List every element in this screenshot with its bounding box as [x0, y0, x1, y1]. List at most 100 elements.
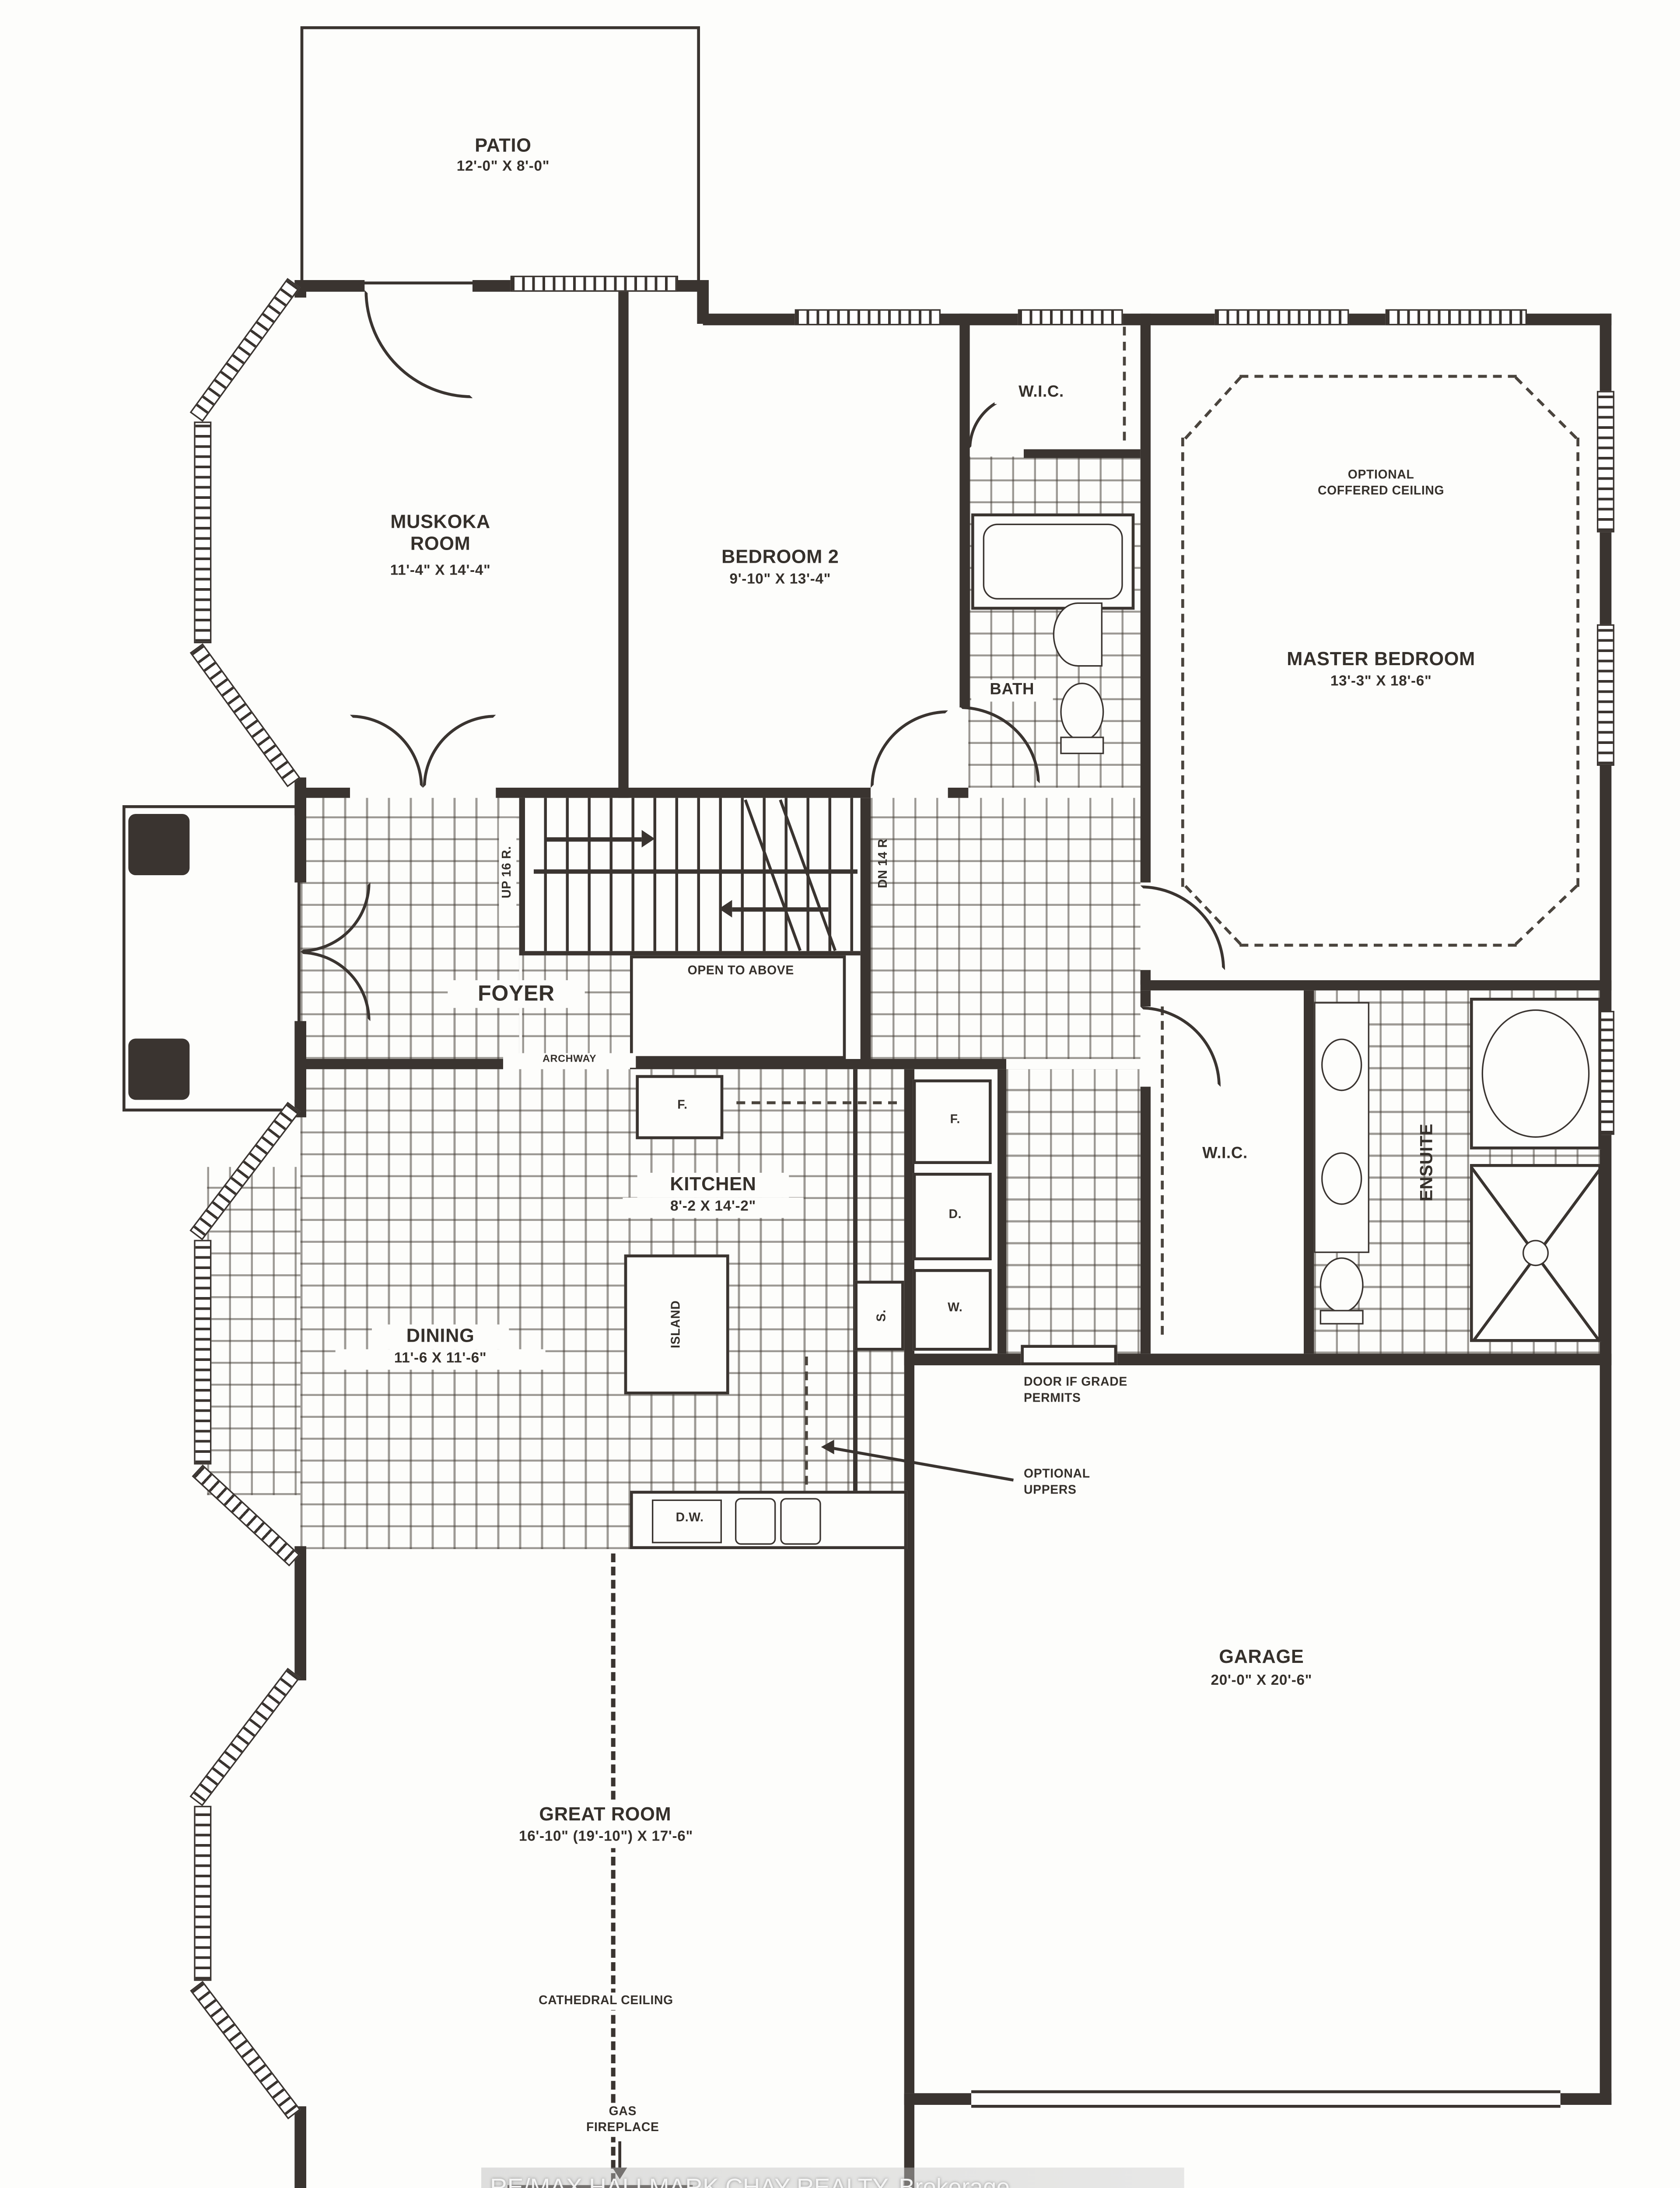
dining-bay-tile-floor [207, 1167, 301, 1495]
window [510, 275, 678, 292]
room-label-dining: DINING [371, 1324, 509, 1350]
stair-rail [519, 798, 524, 956]
bay-window [189, 278, 301, 422]
wall [860, 798, 871, 1059]
ensuite-tub-inner [1481, 1009, 1590, 1138]
bay-window [189, 643, 301, 787]
wall [294, 805, 306, 883]
window [1214, 309, 1349, 326]
cathedral-ceiling-note: CATHEDRAL CEILING [519, 1992, 693, 2010]
wall [294, 2106, 306, 2188]
coffered-ceiling-line [1239, 943, 1517, 947]
wall [294, 1546, 306, 1680]
dishwasher-label: D.W. [676, 1509, 704, 1525]
wall [904, 1069, 914, 2093]
sink-cab-label: S. [874, 1309, 889, 1322]
bath-sink [1053, 602, 1102, 667]
staircase [522, 798, 861, 951]
window [1596, 624, 1614, 766]
room-label-bath: BATH [971, 680, 1053, 701]
bay-window [194, 1240, 212, 1465]
closet-rod [1123, 326, 1126, 441]
window [1018, 309, 1123, 326]
dining-kitchen-tile-floor [300, 1069, 904, 1549]
coffered-ceiling-line [1181, 437, 1184, 887]
bathtub-inner [983, 523, 1123, 600]
furnace-closet [913, 1079, 992, 1164]
room-dims-master: 13'-3" X 18'-6" [1276, 672, 1486, 692]
room-label-bedroom2: BEDROOM 2 [675, 545, 886, 571]
bath-toilet-tank [1060, 736, 1104, 754]
room-label-wic-upper: W.I.C. [994, 382, 1088, 404]
master-ceiling-note-1: OPTIONAL [1276, 466, 1486, 484]
coffered-ceiling-line [1184, 376, 1242, 440]
kitchen-island [624, 1254, 729, 1395]
bath-toilet-bowl [1060, 682, 1104, 741]
wall [904, 1353, 1021, 1365]
ensuite-sink [1321, 1152, 1362, 1205]
room-dims-bedroom2: 9'-10" X 13'-4" [675, 570, 886, 590]
door-swing [364, 290, 472, 398]
garage-door [971, 2090, 1561, 2108]
stair-edge [522, 951, 861, 956]
room-label-master: MASTER BEDROOM [1251, 647, 1511, 673]
arrowhead [719, 900, 732, 918]
stair-rail-center [533, 869, 858, 874]
room-label-ensuite: ENSUITE [1416, 1123, 1437, 1202]
coffered-ceiling-line [1239, 375, 1517, 378]
wall [904, 2093, 914, 2188]
bay-window [190, 1981, 301, 2120]
wall [618, 280, 629, 798]
stair-up-arrow [545, 837, 642, 841]
grade-door [1021, 1345, 1117, 1365]
porch-pillar [128, 813, 190, 875]
optional-uppers-note-1: OPTIONAL [1023, 1466, 1090, 1481]
archway-label: ARCHWAY [503, 1053, 636, 1068]
door-swing [1140, 885, 1225, 970]
room-label-foyer: FOYER [448, 980, 585, 1009]
furnace-label: F. [950, 1111, 960, 1126]
grade-door-note-1: DOOR IF GRADE [1023, 1374, 1127, 1389]
coffered-ceiling-line [1514, 376, 1578, 439]
washer-label: W. [948, 1299, 963, 1315]
ensuite-toilet-tank [1320, 1310, 1364, 1325]
wall [630, 1059, 1006, 1069]
washer-closet [913, 1269, 992, 1351]
wall [496, 787, 871, 798]
wall [959, 313, 970, 708]
bay-window [189, 1668, 301, 1806]
open-to-above-label: OPEN TO ABOVE [687, 962, 794, 978]
arrowhead [641, 830, 655, 848]
kitchen-sink [735, 1498, 776, 1545]
ceiling-break-line [611, 1553, 616, 2188]
wall [300, 787, 350, 798]
pantry-cabinet [854, 1280, 904, 1351]
wall [997, 1069, 1006, 1354]
window [1596, 391, 1614, 533]
door-swing [423, 715, 496, 788]
room-label-great-room: GREAT ROOM [500, 1802, 710, 1828]
window [794, 309, 941, 326]
room-dims-muskoka: 11'-4" X 14'-4" [332, 561, 549, 582]
gas-arrow-line [618, 2141, 621, 2168]
stairs-dn-label: DN 14 R [875, 838, 890, 888]
gas-fireplace-note-1: GAS [583, 2103, 662, 2121]
arrowhead [612, 2167, 627, 2179]
wall [1140, 980, 1612, 991]
shower-drain [1522, 1240, 1549, 1266]
wall [300, 280, 365, 292]
fireplace [507, 2185, 693, 2188]
island-label: ISLAND [668, 1300, 683, 1349]
closet-rod [1161, 1006, 1164, 1335]
wall [1023, 449, 1141, 458]
porch-pillar [128, 1038, 190, 1100]
ensuite-toilet-bowl [1320, 1257, 1364, 1313]
fridge-label: F. [677, 1097, 688, 1112]
open-to-above-box [630, 955, 846, 1059]
coffered-ceiling-line [1576, 437, 1579, 887]
grade-door-note-2: PERMITS [1023, 1390, 1081, 1405]
hallway-tile-floor [870, 798, 1141, 1059]
wall [300, 1059, 503, 1069]
room-label-patio: PATIO [456, 134, 550, 159]
room-label-muskoka: MUSKOKA ROOM [367, 510, 514, 557]
